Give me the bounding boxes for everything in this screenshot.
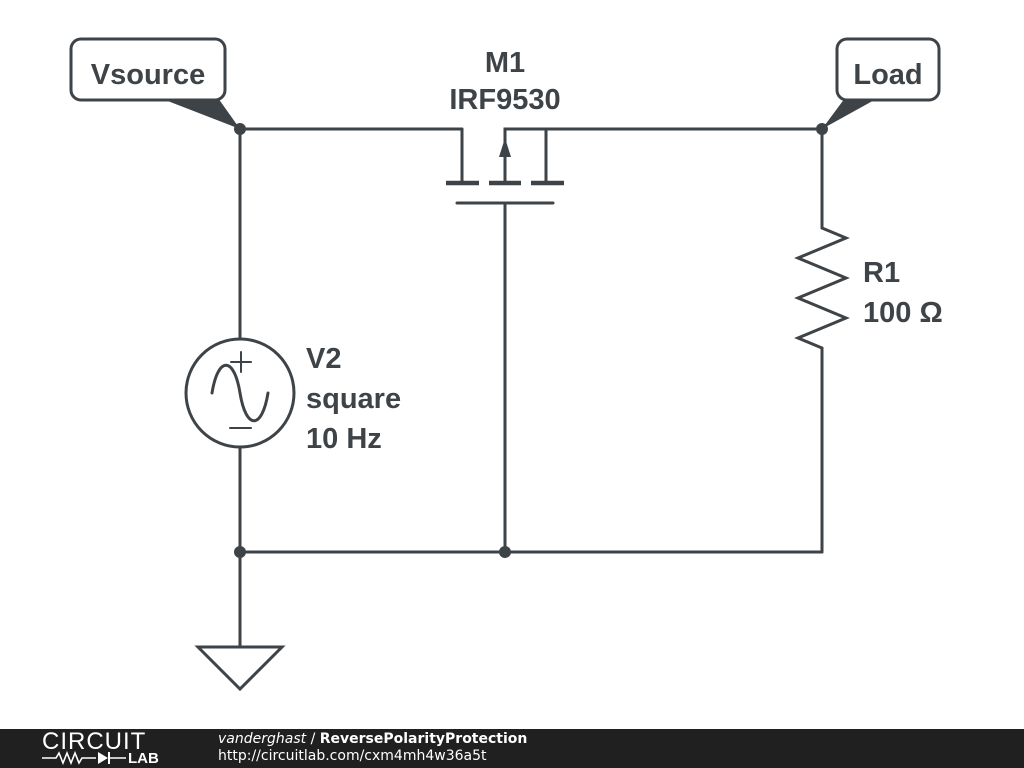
- net-label-pointer: [160, 98, 240, 129]
- source-frequency: 10 Hz: [306, 423, 382, 455]
- logo-wordmark-top: CIRCUIT: [42, 728, 147, 755]
- source-designator: V2: [306, 343, 341, 375]
- net-label-load[interactable]: Load: [822, 37, 941, 129]
- resistor-value: 100 Ω: [863, 297, 943, 329]
- author-link[interactable]: vanderghast: [218, 731, 307, 747]
- net-label-box: [835, 37, 941, 102]
- ground-icon: [194, 645, 286, 692]
- net-label-text: Vsource: [91, 59, 205, 91]
- schematic-canvas: Vsource Load M1 IRF9530 R1 100 Ω V2 squa…: [69, 37, 943, 692]
- footer-title-line: vanderghast / ReversePolarityProtection: [218, 731, 527, 748]
- resistor-designator: R1: [863, 257, 900, 289]
- source-circle: [184, 337, 296, 449]
- footer-bar: CIRCUIT LAB vanderghast / ReversePolarit…: [0, 729, 1024, 768]
- net-label-text: Load: [853, 59, 922, 91]
- resistor-zigzag: [794, 226, 850, 350]
- net-label-vsource[interactable]: Vsource: [69, 37, 240, 129]
- resistor-r1[interactable]: R1 100 Ω: [794, 226, 943, 350]
- resistor-diode-logo-icon: [42, 750, 126, 766]
- ground-symbol[interactable]: [194, 645, 286, 692]
- junctions: [234, 123, 828, 558]
- circuit-title: ReversePolarityProtection: [319, 731, 528, 747]
- net-label-pointer: [822, 98, 878, 129]
- mosfet-arrow: [499, 138, 511, 157]
- net-label-box: [69, 37, 227, 102]
- sine-wave-icon: [210, 363, 270, 423]
- footer-credit: vanderghast / ReversePolarityProtection …: [218, 731, 527, 765]
- junction-dot: [499, 546, 511, 558]
- mosfet-designator: M1: [485, 47, 525, 79]
- title-separator: /: [310, 731, 316, 747]
- mosfet-body-top: [503, 127, 548, 155]
- junction-dot: [234, 546, 246, 558]
- voltage-source-v2[interactable]: V2 square 10 Hz: [184, 337, 401, 455]
- mosfet-m1[interactable]: M1 IRF9530: [446, 47, 564, 205]
- logo-wordmark-bottom: LAB: [128, 750, 159, 767]
- circuitlab-logo[interactable]: CIRCUIT LAB: [42, 728, 177, 767]
- mosfet-part: IRF9530: [449, 84, 560, 116]
- wires: [238, 127, 824, 649]
- source-waveform: square: [306, 383, 401, 415]
- circuit-url-link[interactable]: http://circuitlab.com/cxm4mh4w36a5t: [218, 748, 487, 764]
